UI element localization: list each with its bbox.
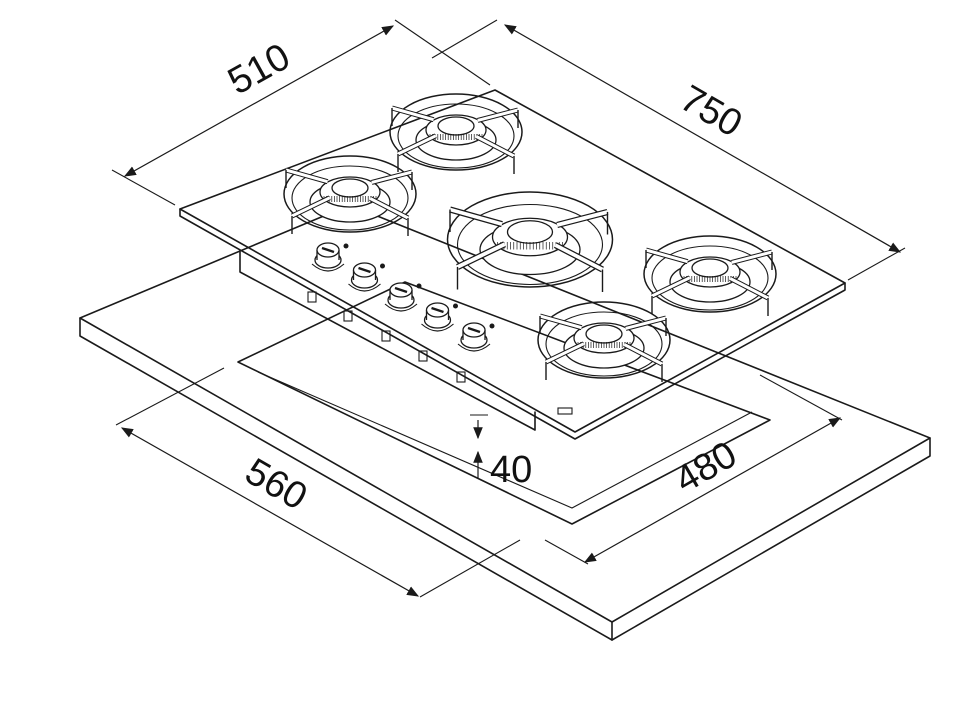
burner-rear-center bbox=[389, 93, 523, 174]
burner-cap bbox=[331, 178, 369, 198]
knob-indicator bbox=[343, 243, 349, 249]
pan-support-arm-fill bbox=[545, 342, 585, 364]
pan-support-arm-fill bbox=[731, 250, 773, 264]
pan-support-arm-fill bbox=[477, 108, 519, 122]
control-tab bbox=[307, 291, 317, 303]
knob-rotation-arrow bbox=[311, 263, 345, 272]
pan-support-arm-fill bbox=[556, 210, 608, 227]
extension-line bbox=[115, 367, 225, 426]
dim-line-560 bbox=[120, 427, 420, 597]
pan-support-arm-fill bbox=[371, 170, 413, 184]
knob-rotation-arrow bbox=[348, 283, 381, 292]
extension-line bbox=[419, 539, 521, 598]
burners bbox=[283, 93, 777, 382]
control-knobs bbox=[311, 242, 495, 352]
dim-line-510 bbox=[123, 25, 395, 177]
pan-support-arm-fill bbox=[391, 106, 435, 122]
control-tab bbox=[381, 330, 391, 342]
extension-line bbox=[431, 19, 498, 59]
dim-line-480 bbox=[583, 417, 842, 563]
knob-grip bbox=[394, 286, 408, 294]
knob-indicator bbox=[416, 283, 422, 289]
countertop-side-face bbox=[611, 437, 931, 641]
knob-grip bbox=[467, 326, 481, 334]
extension-line bbox=[544, 539, 589, 565]
pan-support-arm-fill bbox=[456, 242, 506, 269]
dimension-label-510: 510 bbox=[221, 36, 297, 103]
grate-ring bbox=[537, 301, 671, 379]
pan-support-arm-fill bbox=[449, 207, 503, 226]
extension-line bbox=[111, 169, 176, 206]
pan-support-arm-fill bbox=[625, 316, 667, 330]
knob-indicator bbox=[489, 323, 495, 329]
knob-indicator bbox=[453, 303, 458, 309]
pan-support-arm-fill bbox=[397, 134, 437, 156]
pan-support-arm-fill bbox=[291, 196, 331, 218]
control-knob[interactable] bbox=[348, 262, 386, 292]
control-knob[interactable] bbox=[421, 302, 459, 332]
knob-grip bbox=[358, 266, 371, 274]
knob-grip bbox=[431, 306, 444, 314]
grate-ring-inner bbox=[545, 311, 663, 377]
hob-body bbox=[239, 251, 536, 431]
knob-rotation-arrow bbox=[384, 303, 418, 312]
control-knob[interactable] bbox=[384, 282, 422, 312]
burner-cap bbox=[437, 116, 475, 136]
dimension-label-750: 750 bbox=[673, 78, 749, 146]
pan-support-arm-fill bbox=[539, 314, 583, 330]
glass-top-edge bbox=[179, 208, 846, 440]
dimension-label-480: 480 bbox=[668, 434, 744, 502]
knob-rotation-arrow bbox=[421, 323, 454, 332]
burner-cap bbox=[506, 220, 554, 244]
control-knob[interactable] bbox=[311, 242, 349, 272]
extension-line bbox=[847, 247, 906, 281]
knob-rotation-arrow bbox=[457, 343, 491, 352]
knob-grip bbox=[321, 246, 335, 254]
control-knob[interactable] bbox=[457, 322, 495, 352]
extension-line bbox=[394, 19, 491, 86]
dimension-label-560: 560 bbox=[238, 451, 314, 519]
burner-front-center bbox=[537, 301, 671, 382]
dimension-label-40: 40 bbox=[490, 449, 532, 491]
pan-support-arm-fill bbox=[623, 343, 663, 366]
burner-cap bbox=[585, 324, 623, 344]
burner-right bbox=[643, 235, 777, 316]
knob-indicator bbox=[380, 263, 385, 269]
hob-body-front bbox=[239, 251, 536, 431]
burner-cap bbox=[691, 258, 729, 278]
extension-line bbox=[759, 374, 843, 421]
dimension-lines bbox=[111, 19, 906, 598]
pan-support-arm-fill bbox=[369, 197, 409, 220]
brand-logo bbox=[557, 407, 573, 415]
pan-support-arm-fill bbox=[729, 277, 769, 300]
dim-line-750 bbox=[503, 24, 902, 253]
pan-support-arm-fill bbox=[651, 276, 691, 298]
